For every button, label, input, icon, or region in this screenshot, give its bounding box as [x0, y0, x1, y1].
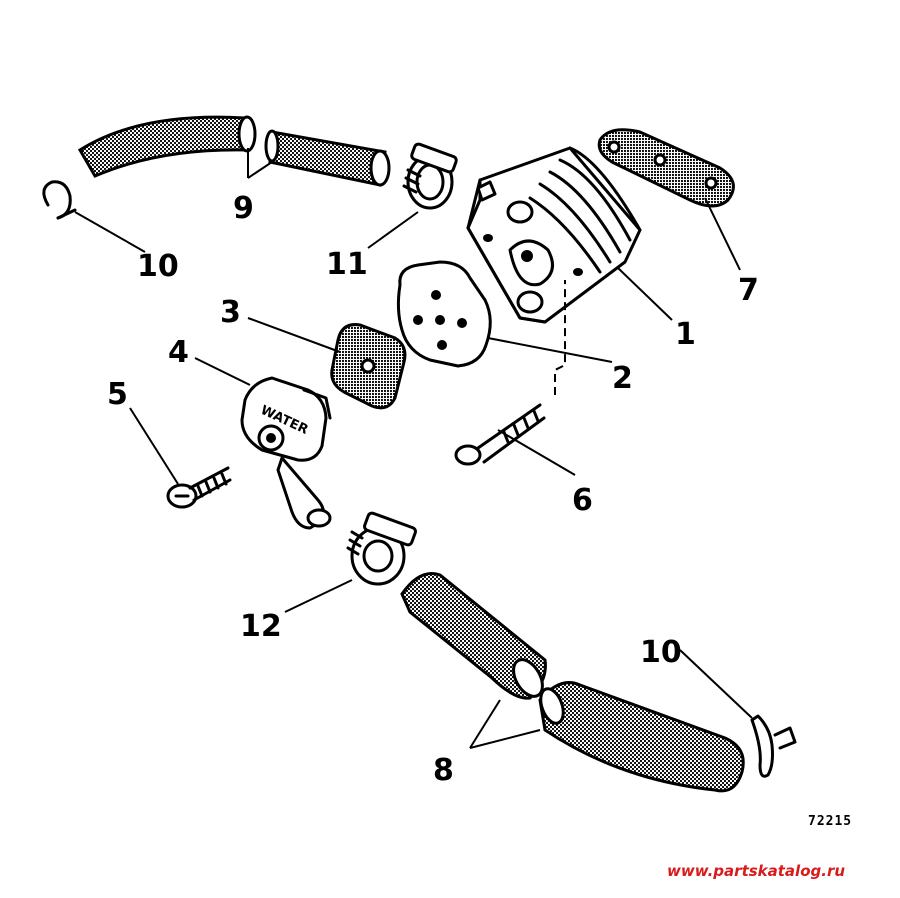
leader-10-lower — [679, 649, 753, 719]
leader-3 — [247, 317, 341, 353]
leader-1 — [617, 267, 673, 321]
hose-clamp-upper — [402, 142, 458, 210]
cap-screw — [166, 466, 232, 509]
callout-2: 2 — [612, 361, 633, 396]
leader-5 — [129, 407, 179, 485]
leader-9b — [247, 161, 273, 179]
filter-element — [330, 323, 407, 410]
callout-6: 6 — [572, 483, 593, 518]
callout-10-upper: 10 — [137, 249, 179, 284]
callout-12: 12 — [240, 609, 282, 644]
fuel-filter-cap: WATER — [240, 376, 332, 530]
hose-clip-upper — [42, 180, 77, 220]
upper-fuel-hose-right — [264, 129, 391, 187]
hose-clamp-lower — [346, 511, 417, 586]
callouts: 1 2 3 4 5 6 7 8 9 10 10 11 12 — [107, 191, 759, 788]
hose-clip-lower — [750, 714, 797, 778]
figure-number: 72215 — [808, 814, 852, 829]
pump-screw — [454, 280, 566, 466]
upper-fuel-hose-left — [77, 115, 257, 178]
leader-8b — [469, 729, 541, 749]
fuel-pump-body — [466, 146, 642, 324]
leader-6 — [497, 429, 576, 476]
leader-7 — [704, 197, 741, 271]
watermark: www.partskatalog.ru — [667, 862, 845, 880]
callout-10-lower: 10 — [640, 635, 682, 670]
leader-11 — [367, 211, 419, 249]
callout-4: 4 — [168, 335, 189, 370]
leader-2 — [487, 337, 613, 363]
callout-5: 5 — [107, 377, 128, 412]
diaphragm-plate — [396, 260, 492, 368]
leader-8a — [469, 699, 501, 749]
mounting-gasket — [597, 128, 735, 208]
leader-10-upper — [74, 211, 146, 253]
callout-9: 9 — [233, 191, 254, 226]
lower-fuel-hose-right — [538, 681, 745, 793]
callout-11: 11 — [326, 247, 368, 282]
callout-8: 8 — [433, 753, 454, 788]
leader-12 — [284, 579, 353, 613]
callout-7: 7 — [738, 273, 759, 308]
callout-1: 1 — [675, 317, 696, 352]
lower-fuel-hose-left — [400, 572, 547, 700]
leader-lines — [74, 148, 753, 749]
callout-3: 3 — [220, 295, 241, 330]
leader-4 — [194, 357, 251, 386]
